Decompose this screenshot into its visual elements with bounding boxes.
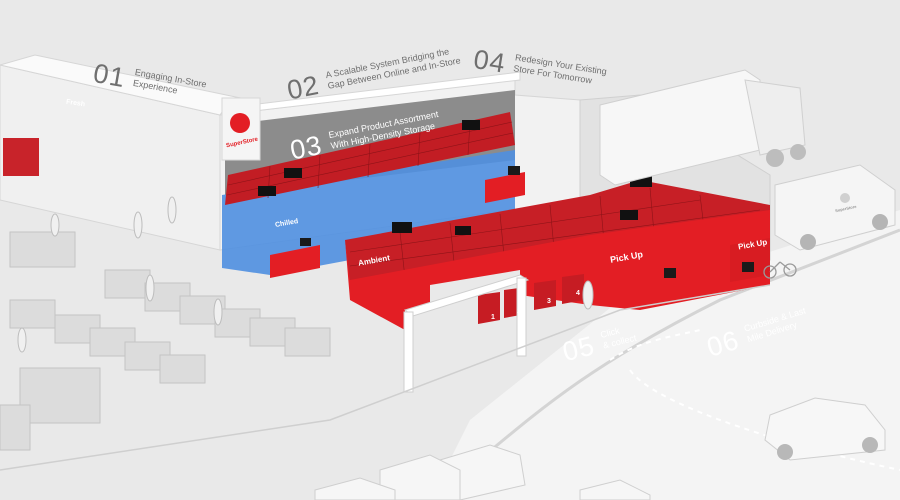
locker-3: 3 (547, 298, 551, 305)
bicycle (763, 261, 797, 279)
callout-02-number: 02 (284, 69, 322, 106)
dashed-route-upper (609, 329, 701, 361)
store-logo (230, 113, 250, 133)
callout-04-number: 04 (471, 44, 508, 79)
back-pick-station (485, 172, 525, 203)
chilled-front (270, 245, 320, 278)
robot-4 (392, 222, 412, 233)
entrance-gate (403, 274, 530, 393)
car-lower-right (764, 397, 886, 461)
pickup-screen (664, 268, 676, 278)
robot-3 (462, 120, 480, 130)
delivery-van (774, 164, 896, 251)
locker-2: 2 (517, 308, 521, 315)
pickup-block (590, 210, 770, 310)
robot-5 (455, 226, 471, 235)
chilled-screen (300, 238, 311, 246)
upper-storage-grid (225, 112, 515, 205)
robot-2 (284, 168, 302, 178)
back-pick-screen (508, 166, 520, 175)
glass-fence (0, 284, 771, 471)
robot-1 (258, 186, 276, 196)
ambient-front (345, 235, 590, 330)
callout-03-number: 03 (287, 129, 325, 166)
fresh-display (3, 138, 39, 176)
locker-4: 4 (576, 290, 580, 297)
pickup-outer-screen (742, 262, 754, 272)
chilled-zone (222, 150, 515, 275)
parked-cars (314, 444, 651, 500)
people (17, 196, 594, 353)
truck (599, 69, 806, 186)
robot-7 (620, 210, 638, 220)
ambient-grid-top (345, 180, 770, 285)
upper-grid-lines (226, 121, 514, 199)
locker-1: 1 (491, 314, 495, 321)
callout-01-number: 01 (91, 58, 128, 94)
pickup-outer-panel (730, 238, 770, 282)
van-logo (840, 193, 850, 203)
dashed-route (629, 369, 900, 471)
